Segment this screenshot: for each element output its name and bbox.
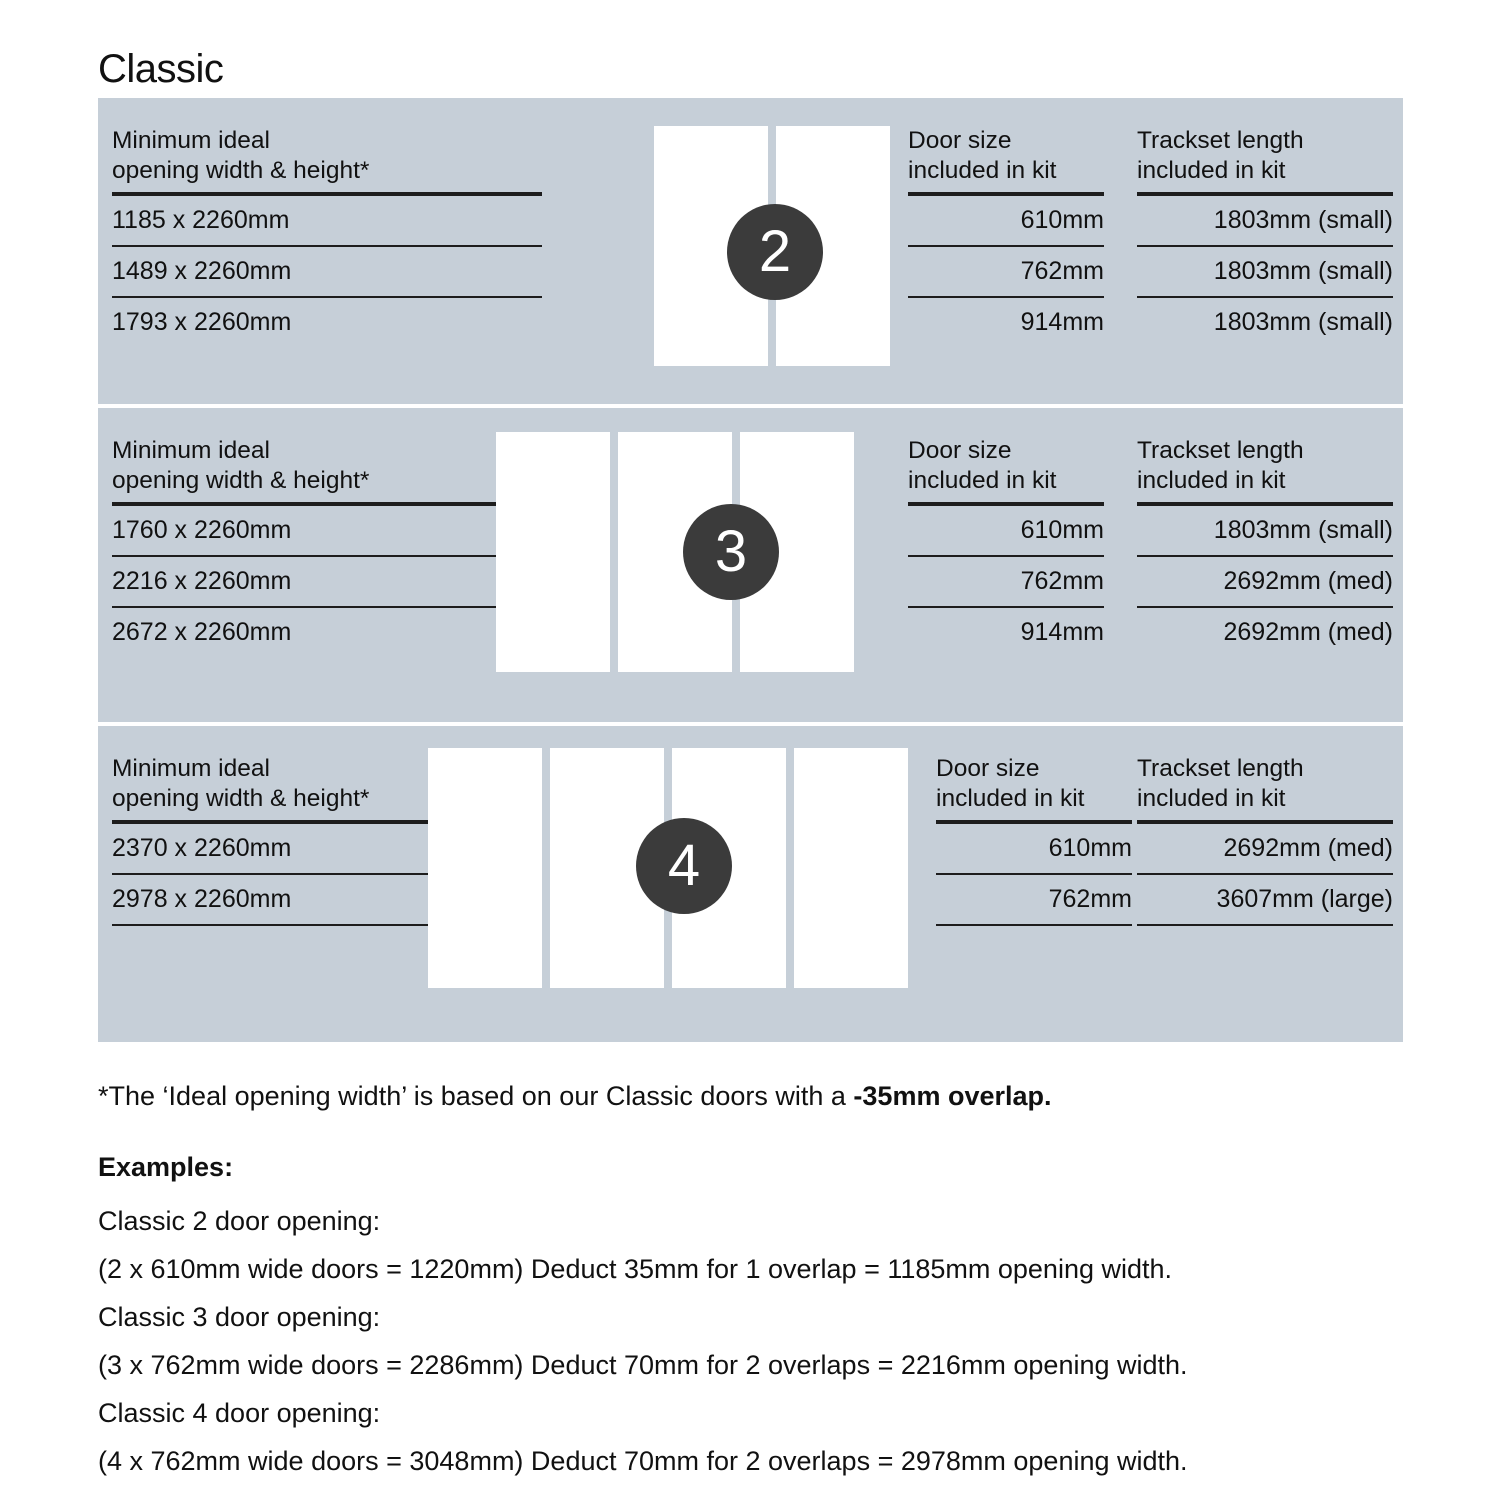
column-header-door-size: Door size included in kit	[908, 437, 1057, 494]
door-count-badge: 2	[727, 204, 823, 300]
door-leaf	[794, 748, 908, 988]
door-count-badge: 3	[683, 504, 779, 600]
cell-trackset: 2692mm (med)	[1223, 567, 1394, 595]
cell-trackset: 1803mm (small)	[1213, 257, 1393, 285]
cell-opening: 2370 x 2260mm	[112, 834, 292, 862]
cell-opening: 1489 x 2260mm	[112, 257, 292, 285]
footnote-text: *The ‘Ideal opening width’ is based on o…	[98, 1081, 854, 1111]
header-rule	[1137, 192, 1393, 196]
row-rule	[112, 555, 542, 557]
row-rule	[908, 245, 1104, 247]
row-rule	[1137, 296, 1393, 298]
column-header-trackset: Trackset length included in kit	[1137, 127, 1304, 184]
cell-door-size: 610mm	[1020, 516, 1104, 544]
row-rule	[1137, 606, 1393, 608]
column-header-door-size: Door size included in kit	[908, 127, 1057, 184]
header-rule	[1137, 820, 1393, 824]
door-count-badge: 4	[636, 818, 732, 914]
row-rule	[112, 873, 484, 875]
door-size-table-3door: Door size included in kit 610mm 762mm 91…	[908, 436, 1104, 657]
cell-opening: 2216 x 2260mm	[112, 567, 292, 595]
cell-trackset: 3607mm (large)	[1216, 885, 1393, 913]
door-diagram-4	[428, 748, 908, 988]
column-header-trackset: Trackset length included in kit	[1137, 437, 1304, 494]
cell-door-size: 610mm	[1048, 834, 1132, 862]
door-size-table-4door: Door size included in kit 610mm 762mm	[936, 754, 1132, 926]
page-title: Classic	[98, 46, 224, 91]
door-leaf	[428, 748, 542, 988]
cell-trackset: 1803mm (small)	[1213, 516, 1393, 544]
opening-table-2door: Minimum ideal opening width & height* 11…	[112, 126, 542, 347]
header-rule	[908, 192, 1104, 196]
row-rule	[908, 555, 1104, 557]
cell-door-size: 762mm	[1020, 257, 1104, 285]
cell-trackset: 1803mm (small)	[1213, 206, 1393, 234]
example-line: Classic 3 door opening:	[98, 1302, 381, 1332]
row-rule	[908, 606, 1104, 608]
row-rule	[908, 296, 1104, 298]
cell-opening: 1185 x 2260mm	[112, 206, 290, 234]
row-rule	[1137, 245, 1393, 247]
column-header-trackset: Trackset length included in kit	[1137, 755, 1304, 812]
header-rule	[112, 820, 484, 824]
overlap-footnote: *The ‘Ideal opening width’ is based on o…	[98, 1081, 1052, 1112]
cell-door-size: 762mm	[1048, 885, 1132, 913]
examples-heading: Examples:	[98, 1152, 234, 1182]
door-size-table-2door: Door size included in kit 610mm 762mm 91…	[908, 126, 1104, 347]
footnote-emphasis: -35mm overlap.	[853, 1081, 1052, 1111]
header-rule	[112, 502, 542, 506]
opening-table-3door: Minimum ideal opening width & height* 17…	[112, 436, 542, 657]
example-line: (4 x 762mm wide doors = 3048mm) Deduct 7…	[98, 1446, 1188, 1476]
cell-opening: 1793 x 2260mm	[112, 308, 292, 336]
example-line: (3 x 762mm wide doors = 2286mm) Deduct 7…	[98, 1350, 1188, 1380]
example-line: Classic 4 door opening:	[98, 1398, 381, 1428]
row-rule	[112, 924, 484, 926]
door-leaf	[496, 432, 610, 672]
cell-door-size: 762mm	[1020, 567, 1104, 595]
cell-opening: 2672 x 2260mm	[112, 618, 292, 646]
row-rule	[1137, 873, 1393, 875]
column-header-opening: Minimum ideal opening width & height*	[112, 437, 370, 494]
header-rule	[936, 820, 1132, 824]
row-rule	[1137, 924, 1393, 926]
row-rule	[936, 924, 1132, 926]
row-rule	[936, 873, 1132, 875]
row-rule	[1137, 555, 1393, 557]
trackset-table-3door: Trackset length included in kit 1803mm (…	[1137, 436, 1393, 657]
panel-3-door: Minimum ideal opening width & height* 17…	[98, 404, 1403, 722]
door-diagram-3	[496, 432, 854, 672]
header-rule	[908, 502, 1104, 506]
cell-trackset: 2692mm (med)	[1223, 834, 1394, 862]
cell-door-size: 610mm	[1020, 206, 1104, 234]
cell-door-size: 914mm	[1020, 618, 1104, 646]
column-header-door-size: Door size included in kit	[936, 755, 1085, 812]
opening-table-4door: Minimum ideal opening width & height* 23…	[112, 754, 484, 926]
specification-panel-group: Minimum ideal opening width & height* 11…	[98, 98, 1403, 1042]
cell-opening: 2978 x 2260mm	[112, 885, 292, 913]
column-header-opening: Minimum ideal opening width & height*	[112, 755, 370, 812]
cell-door-size: 914mm	[1020, 308, 1104, 336]
example-line: Classic 2 door opening:	[98, 1206, 381, 1236]
row-rule	[112, 245, 542, 247]
header-rule	[112, 192, 542, 196]
column-header-opening: Minimum ideal opening width & height*	[112, 127, 370, 184]
panel-4-door: Minimum ideal opening width & height* 23…	[98, 722, 1403, 1038]
trackset-table-4door: Trackset length included in kit 2692mm (…	[1137, 754, 1393, 926]
cell-trackset: 2692mm (med)	[1223, 618, 1394, 646]
row-rule	[112, 606, 542, 608]
example-line: (2 x 610mm wide doors = 1220mm) Deduct 3…	[98, 1254, 1173, 1284]
cell-trackset: 1803mm (small)	[1213, 308, 1393, 336]
trackset-table-2door: Trackset length included in kit 1803mm (…	[1137, 126, 1393, 347]
cell-opening: 1760 x 2260mm	[112, 516, 292, 544]
header-rule	[1137, 502, 1393, 506]
row-rule	[112, 296, 542, 298]
panel-2-door: Minimum ideal opening width & height* 11…	[98, 98, 1403, 404]
